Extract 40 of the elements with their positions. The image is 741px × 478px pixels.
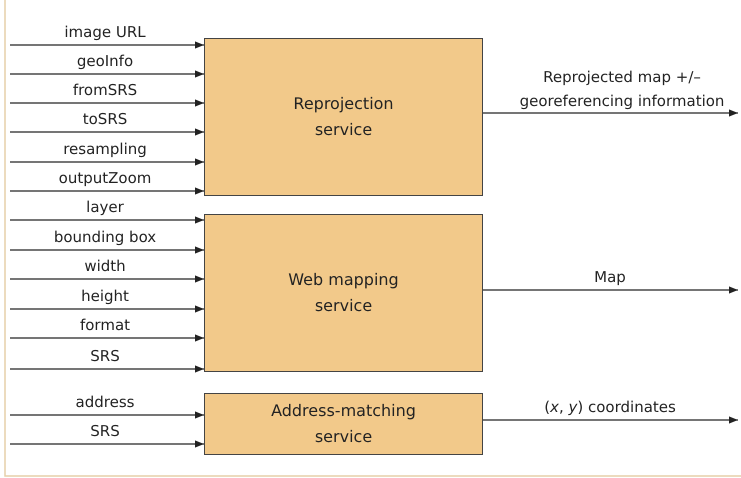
arrow (10, 70, 204, 78)
box-label: Reprojection service (292, 93, 395, 141)
box-label: Address-matching service (270, 400, 417, 448)
arrow (483, 416, 738, 424)
arrow (10, 99, 204, 107)
arrow (10, 440, 204, 448)
edge-label: height (80, 286, 130, 306)
edge-label: outputZoom (58, 168, 152, 188)
service-box (204, 214, 483, 372)
arrow (483, 286, 738, 294)
arrow (10, 41, 204, 49)
edge-label: resampling (62, 139, 148, 159)
service-box (204, 393, 483, 455)
edge-label: format (78, 315, 132, 335)
arrow (10, 305, 204, 313)
service-box (204, 38, 483, 196)
edge-label: width (83, 256, 127, 276)
edge-label: image URL (63, 22, 147, 42)
edge-label: Reprojected map +/– georeferencing information (518, 67, 726, 112)
arrow (10, 128, 204, 136)
edge-label: toSRS (82, 109, 128, 129)
arrow (10, 275, 204, 283)
edge-label: geoInfo (76, 51, 134, 71)
edge-label: Map (593, 267, 627, 287)
arrow (483, 109, 738, 117)
edge-label: layer (85, 197, 125, 217)
box-label: Web mapping service (287, 269, 400, 317)
edge-label: (x, y) coordinates (543, 397, 677, 417)
arrow (10, 411, 204, 419)
edge-label: SRS (89, 421, 121, 441)
arrow (10, 158, 204, 166)
arrow (10, 246, 204, 254)
arrow (10, 187, 204, 195)
arrow (10, 365, 204, 373)
arrow (10, 216, 204, 224)
edge-label: bounding box (52, 227, 158, 247)
arrow (10, 334, 204, 342)
edge-label: SRS (89, 346, 121, 366)
edge-label: address (74, 392, 136, 412)
edge-label: fromSRS (72, 80, 138, 100)
